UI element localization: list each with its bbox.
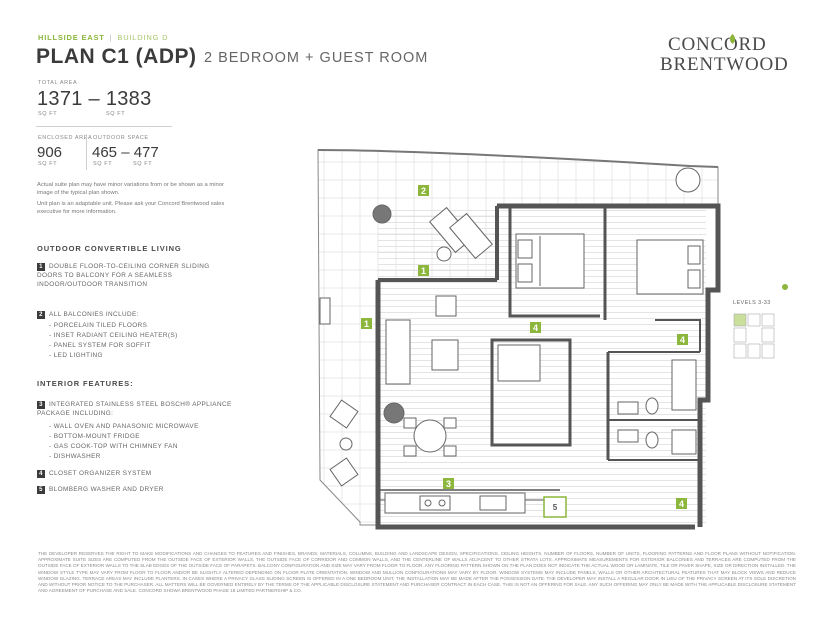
enclosed-area-label: ENCLOSED AREA [38,135,93,141]
area-divider [36,126,172,127]
washer-dryer [543,496,567,518]
marker-1a: 1 [421,266,426,276]
outdoor-area-unit-1: SQ FT [93,161,113,167]
balcony-rail [317,149,719,168]
outdoor-subitem: - PORCELAIN TILED FLOORS [49,322,148,329]
feature-number: 1 [37,263,45,271]
outdoor-subitem: - PANEL SYSTEM FOR SOFFIT [49,342,151,349]
leaf-icon [729,34,736,44]
marker-1b: 1 [364,319,369,329]
building-name: BUILDING D [117,33,169,42]
legal-disclaimer: THE DEVELOPER RESERVES THE RIGHT TO MAKE… [38,551,796,594]
key-plan [733,313,775,359]
outdoor-heading: OUTDOOR CONVERTIBLE LIVING [37,244,182,253]
plan-type: 2 BEDROOM + GUEST ROOM [204,50,429,66]
interior-item-4: 4 CLOSET ORGANIZER SYSTEM [37,469,237,478]
feature-text: DOUBLE FLOOR-TO-CEILING CORNER SLIDING D… [37,263,210,288]
balcony-furniture [319,167,701,487]
outdoor-item-2: 2 ALL BALCONIES INCLUDE: [37,310,237,319]
logo-line-2: BRENTWOOD [660,54,789,75]
feature-number: 4 [37,470,45,478]
interior-subitem: - WALL OVEN AND PANASONIC MICROWAVE [49,423,199,430]
interior-subitem: - GAS COOK-TOP WITH CHIMNEY FAN [49,443,178,450]
floor-plan: 2 1 1 3 4 4 4 5 [317,149,721,530]
total-area-label: TOTAL AREA [38,80,78,86]
north-icon [782,284,788,290]
outdoor-area-value: 465 – 477 [92,144,159,161]
outdoor-subitem: - LED LIGHTING [49,352,103,359]
kitchen-counter [384,492,526,514]
bedroom-1-bed [515,233,585,289]
total-area-value: 1371 – 1383 [37,88,152,110]
marker-4b: 4 [680,335,685,345]
feature-text: BLOMBERG WASHER AND DRYER [49,486,164,493]
outdoor-area-label: OUTDOOR SPACE [93,135,149,141]
feature-text: ALL BALCONIES INCLUDE: [49,311,139,318]
interior-subitem: - DISHWASHER [49,453,101,460]
outdoor-area-unit-2: SQ FT [133,161,153,167]
keyplan-label: LEVELS 3-33 [733,300,771,306]
feature-number: 3 [37,401,45,409]
feature-number: 2 [37,311,45,319]
feature-text: CLOSET ORGANIZER SYSTEM [49,470,152,477]
total-area-unit-1: SQ FT [38,111,58,117]
bathrooms [617,359,697,455]
marker-3: 3 [446,479,451,489]
plan-note-1: Actual suite plan may have minor variati… [37,182,224,196]
feature-number: 5 [37,486,45,494]
enclosed-area-unit: SQ FT [38,161,58,167]
interior-subitem: - BOTTOM-MOUNT FRIDGE [49,433,140,440]
area-vertical-divider [86,134,87,170]
enclosed-area-value: 906 [37,144,63,161]
feature-text: INTEGRATED STAINLESS STEEL BOSCH® APPLIA… [37,401,232,417]
marker-2: 2 [421,186,426,196]
guest-room-bed [497,344,541,382]
interior-item-5: 5 BLOMBERG WASHER AND DRYER [37,485,237,494]
logo-line-1: CONCORD [668,34,767,55]
plan-note-2: Unit plan is an adaptable unit. Please a… [37,201,225,215]
project-name: HILLSIDE EAST [38,33,105,42]
outdoor-subitem: - INSET RADIANT CEILING HEATER(S) [49,332,178,339]
total-area-unit-2: SQ FT [106,111,126,117]
project-breadcrumb: HILLSIDE EAST | BUILDING D [38,33,168,42]
breadcrumb-separator: | [109,33,113,42]
marker-4c: 4 [679,499,684,509]
bedroom-2-bed [636,239,704,295]
plan-title: PLAN C1 (ADP) [36,45,197,68]
living-furniture [385,295,459,457]
plan-markers: 2 1 1 3 4 4 4 5 [361,185,688,512]
interior-heading: INTERIOR FEATURES: [37,379,134,388]
marker-5: 5 [553,503,558,512]
marker-4a: 4 [533,323,538,333]
